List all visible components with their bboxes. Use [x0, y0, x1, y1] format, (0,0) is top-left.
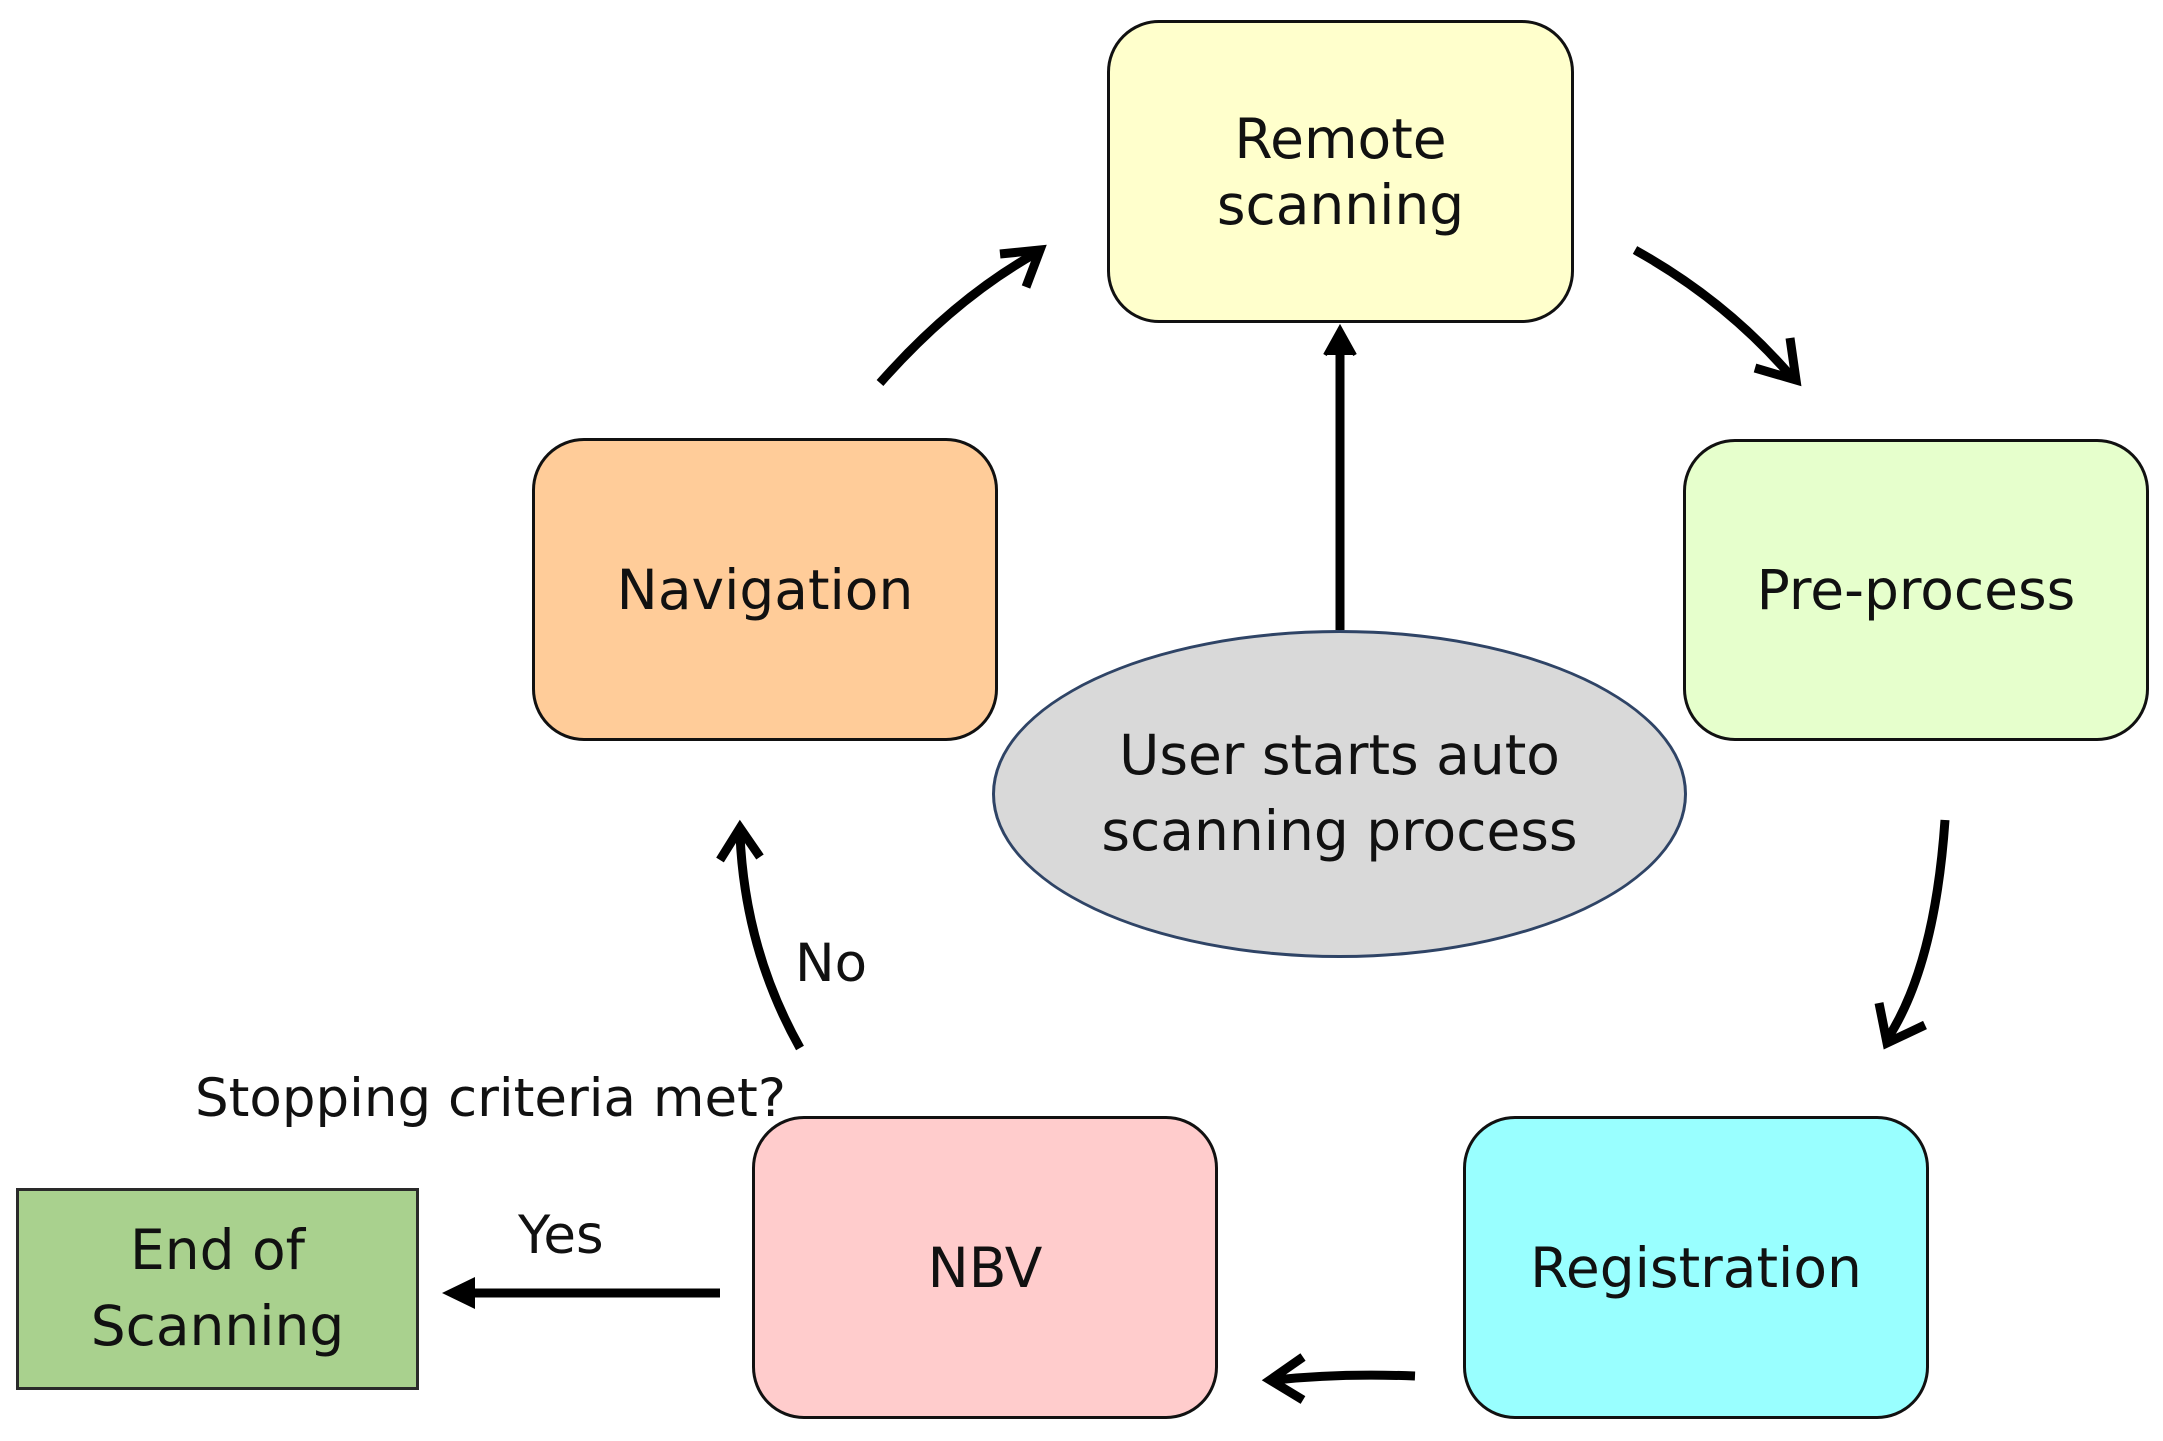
- arrow-navigation-to-remote-head: [999, 244, 1047, 289]
- end-of-scanning-box: End of Scanning: [16, 1188, 419, 1390]
- nbv-label: NBV: [927, 1235, 1043, 1300]
- start-label: User starts auto scanning process: [1101, 723, 1578, 863]
- remote-scanning-box: Remote scanning: [1107, 20, 1574, 323]
- arrow-remote-to-preprocess: [1632, 246, 1794, 378]
- arrow-nbv-to-navigation-head: [716, 819, 764, 863]
- arrow-preprocess-to-registration: [1884, 819, 1950, 1041]
- arrow-remote-to-preprocess-head: [1753, 337, 1802, 387]
- start-ellipse: User starts auto scanning process: [992, 630, 1687, 958]
- arrow-nbv-to-end-head: [442, 1277, 475, 1309]
- arrow-start-to-remote-scanning-head: [1323, 323, 1357, 356]
- arrow-preprocess-to-registration-head: [1874, 1002, 1927, 1050]
- arrow-registration-to-nbv-head: [1261, 1353, 1306, 1404]
- yes-label: Yes: [518, 1205, 604, 1266]
- no-label: No: [795, 933, 868, 994]
- nbv-box: NBV: [752, 1116, 1218, 1419]
- registration-box: Registration: [1463, 1116, 1929, 1419]
- registration-label: Registration: [1530, 1235, 1862, 1300]
- pre-process-box: Pre-process: [1683, 439, 2149, 741]
- arrow-registration-to-nbv: [1274, 1370, 1416, 1385]
- decision-label: Stopping criteria met?: [195, 1068, 786, 1129]
- arrow-nbv-to-navigation: [735, 834, 804, 1051]
- end-of-scanning-label: End of Scanning: [90, 1218, 345, 1358]
- arrow-navigation-to-remote: [876, 248, 1041, 386]
- navigation-label: Navigation: [616, 557, 914, 622]
- pre-process-label: Pre-process: [1756, 558, 2076, 622]
- remote-scanning-label: Remote scanning: [1216, 106, 1465, 237]
- navigation-box: Navigation: [532, 438, 998, 741]
